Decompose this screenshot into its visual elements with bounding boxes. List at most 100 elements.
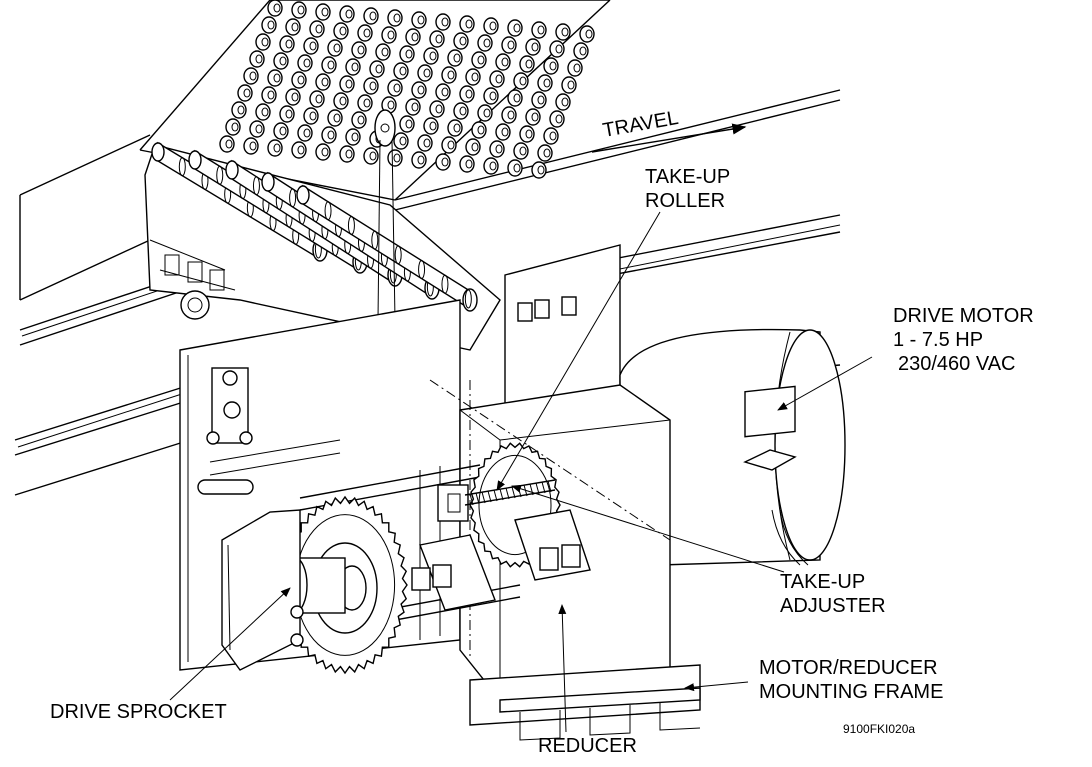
long-roller: [296, 184, 478, 312]
bed-roller: [483, 157, 499, 175]
bed-roller: [357, 24, 373, 42]
roller-bed: [139, 0, 611, 201]
reducer-callout: REDUCER: [538, 604, 637, 757]
bed-roller: [315, 3, 331, 21]
bed-roller: [471, 121, 487, 139]
bed-roller: [267, 0, 283, 17]
mounting-frame-callout: MOTOR/REDUCER MOUNTING FRAME: [684, 657, 943, 703]
bed-roller: [483, 87, 499, 105]
bed-roller: [333, 92, 349, 110]
bed-roller: [525, 38, 541, 56]
bed-roller: [465, 138, 481, 156]
bed-roller: [321, 56, 337, 74]
bed-roller: [555, 93, 571, 111]
bed-roller: [309, 20, 325, 38]
bed-roller: [339, 145, 355, 163]
drawing-number: 9100FKI020a: [843, 722, 915, 736]
bed-roller: [237, 84, 253, 102]
upper-plate: [504, 244, 621, 411]
take-up-adjuster: [437, 479, 556, 522]
bed-roller: [477, 104, 493, 122]
bed-roller: [531, 161, 547, 179]
bed-roller: [333, 22, 349, 40]
bed-roller: [459, 155, 475, 173]
bed-roller: [339, 5, 355, 23]
bed-roller: [411, 81, 427, 99]
bed-roller: [417, 134, 433, 152]
bed-roller: [543, 57, 559, 75]
bed-roller: [429, 30, 445, 48]
take-up-pulley: [374, 109, 396, 321]
bed-roller: [441, 66, 457, 84]
bed-roller: [363, 77, 379, 95]
bed-roller: [303, 107, 319, 125]
bed-roller: [351, 41, 367, 59]
bed-roller: [453, 102, 469, 120]
bed-roller: [273, 52, 289, 70]
bed-roller: [381, 96, 397, 114]
bed-roller: [435, 13, 451, 31]
bed-roller: [477, 34, 493, 52]
bed-roller: [513, 142, 529, 160]
take-up-roller-callout: TAKE-UP ROLLER: [496, 166, 730, 491]
bed-roller: [507, 89, 523, 107]
mounting-frame-label: MOTOR/REDUCER MOUNTING FRAME: [759, 657, 943, 703]
sprocket-guard: [221, 509, 304, 671]
bed-roller: [507, 19, 523, 37]
bed-roller: [327, 109, 343, 127]
bed-roller: [243, 67, 259, 85]
bed-roller: [219, 135, 235, 153]
bed-roller: [561, 76, 577, 94]
bed-roller: [225, 118, 241, 136]
reducer-label: REDUCER: [538, 735, 637, 757]
bed-roller: [303, 37, 319, 55]
bed-roller: [447, 119, 463, 137]
bed-roller: [465, 68, 481, 86]
bed-roller: [531, 91, 547, 109]
bed-roller: [423, 117, 439, 135]
drive-motor-callout: DRIVE MOTOR 1 - 7.5 HP 230/460 VAC: [777, 305, 1039, 411]
bed-roller: [495, 123, 511, 141]
bed-roller: [525, 108, 541, 126]
bed-roller: [579, 25, 595, 43]
bed-roller: [345, 128, 361, 146]
bed-roller: [267, 69, 283, 87]
bed-roller: [387, 79, 403, 97]
bed-roller: [501, 106, 517, 124]
bed-roller: [375, 43, 391, 61]
drive-motor-label: DRIVE MOTOR 1 - 7.5 HP 230/460 VAC: [893, 305, 1039, 375]
bed-roller: [387, 9, 403, 27]
bed-roller: [459, 85, 475, 103]
bed-roller: [573, 42, 589, 60]
bed-roller: [453, 32, 469, 50]
bed-roller: [279, 105, 295, 123]
bed-roller: [351, 111, 367, 129]
bed-roller: [429, 100, 445, 118]
bed-roller: [549, 40, 565, 58]
bed-roller: [549, 110, 565, 128]
bed-roller: [417, 64, 433, 82]
bed-roller: [423, 47, 439, 65]
bed-roller: [399, 45, 415, 63]
bed-roller: [513, 72, 529, 90]
bed-roller: [567, 59, 583, 77]
bed-roller: [291, 71, 307, 89]
drive-sprocket-label: DRIVE SPROCKET: [50, 701, 227, 723]
bed-roller: [405, 98, 421, 116]
bed-roller: [507, 159, 523, 177]
bed-roller: [273, 122, 289, 140]
bed-roller: [519, 125, 535, 143]
bed-roller: [501, 36, 517, 54]
bed-roller: [369, 60, 385, 78]
bed-roller: [489, 140, 505, 158]
bed-roller: [357, 94, 373, 112]
bed-roller: [249, 120, 265, 138]
chain-idlers: [411, 509, 591, 611]
bed-roller: [519, 55, 535, 73]
bed-roller: [285, 88, 301, 106]
bed-roller: [345, 58, 361, 76]
bed-roller: [435, 83, 451, 101]
bed-roller: [405, 28, 421, 46]
bed-roller: [393, 62, 409, 80]
bed-roller: [531, 21, 547, 39]
